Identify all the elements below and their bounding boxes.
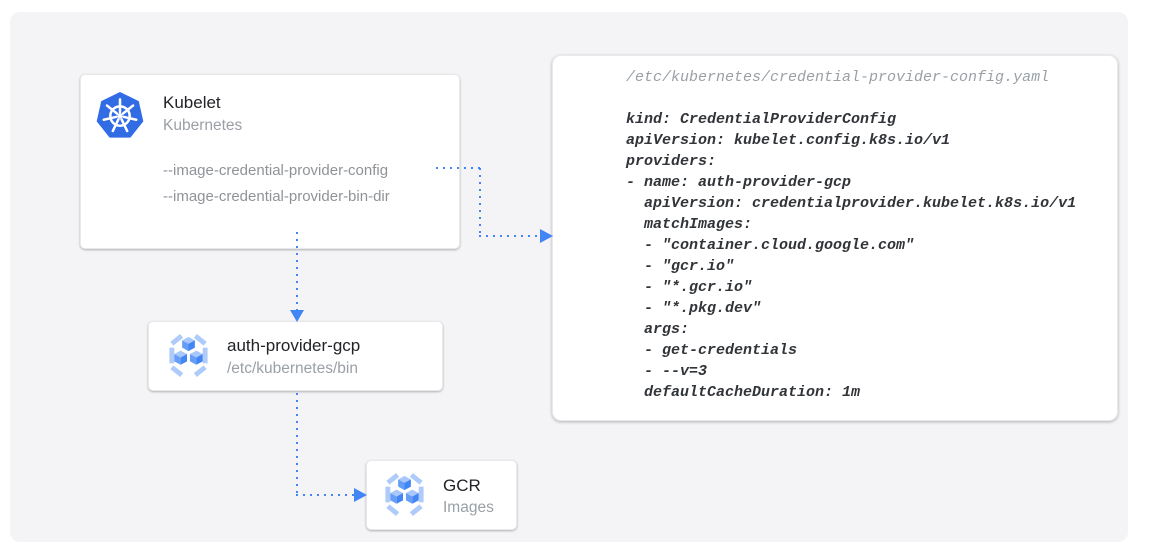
arrowhead-to-yaml-panel <box>540 229 553 243</box>
gcr-card: GCR Images <box>366 460 517 530</box>
kubelet-flag-config: --image-credential-provider-config <box>163 162 389 179</box>
connector-config-to-yaml-segment <box>436 167 481 169</box>
auth-provider-gcp-card: auth-provider-gcp /etc/kubernetes/bin <box>148 321 443 391</box>
auth-provider-gcp-title: auth-provider-gcp <box>227 336 361 355</box>
gcr-card-title: GCR <box>443 476 481 495</box>
arrowhead-to-gcr-card <box>354 488 367 502</box>
kubelet-flag-bin-dir: --image-credential-provider-bin-dir <box>163 188 390 205</box>
kubernetes-helm-icon <box>95 91 145 139</box>
connector-kubelet-to-provider-segment <box>296 232 298 310</box>
gcr-registry-icon <box>381 471 428 518</box>
connector-config-to-yaml-segment <box>479 168 481 237</box>
auth-provider-gcp-subtitle: /etc/kubernetes/bin <box>227 360 358 377</box>
connector-provider-to-gcr-segment <box>296 494 354 496</box>
diagram-canvas: Kubelet Kubernetes --image-credential-pr… <box>10 12 1128 542</box>
config-yaml-code: kind: CredentialProviderConfig apiVersio… <box>626 111 1077 401</box>
credential-provider-config-panel: /etc/kubernetes/credential-provider-conf… <box>552 55 1118 421</box>
config-file-path: /etc/kubernetes/credential-provider-conf… <box>626 69 1050 86</box>
kubelet-card: Kubelet Kubernetes --image-credential-pr… <box>80 74 460 249</box>
gcr-card-subtitle: Images <box>443 499 494 516</box>
gcr-registry-icon <box>165 332 212 379</box>
kubelet-card-subtitle: Kubernetes <box>163 117 243 134</box>
arrowhead-to-provider-card <box>290 310 304 322</box>
kubelet-flags: --image-credential-provider-config --ima… <box>163 158 390 210</box>
kubelet-card-title: Kubelet <box>163 93 221 112</box>
connector-provider-to-gcr-segment <box>296 393 298 495</box>
connector-config-to-yaml-segment <box>479 235 540 237</box>
